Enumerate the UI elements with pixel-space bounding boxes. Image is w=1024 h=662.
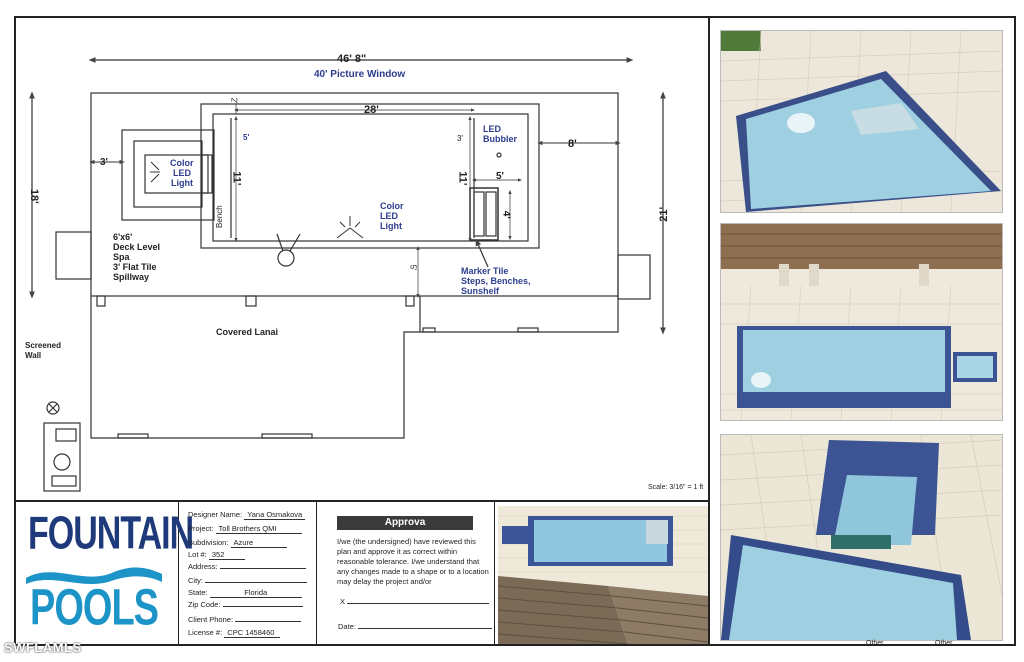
marker-tile-line-3: Sunshelf (461, 286, 500, 296)
led-bubbler-line-2: Bubbler (483, 134, 518, 144)
screened-wall-line-2: Wall (25, 351, 42, 360)
lot-field: Lot #: 352 (188, 550, 245, 560)
led-bubbler-line-1: LED (483, 124, 501, 134)
render-thumbnail (498, 506, 708, 644)
spa-note-line-4: 3' Flat Tile (113, 262, 157, 272)
logo-pools-text: POOLS (30, 580, 159, 637)
spa-note-line-3: Spa (113, 252, 130, 262)
dim-5-top-label: 5' (243, 133, 250, 142)
spa-light-line-1: Color (170, 158, 194, 168)
covered-lanai-outline (90, 296, 619, 439)
logo-fountain-text: FOUNTAIN (28, 508, 194, 560)
marker-tile-line-1: Marker Tile (461, 266, 509, 276)
screened-wall-line-1: Screened (25, 341, 62, 350)
sheet-vertical-divider (708, 16, 710, 646)
pool-light-line-3: Light (380, 221, 402, 231)
spa-outline (121, 129, 215, 221)
covered-lanai-label: Covered Lanai (216, 327, 279, 337)
picture-window-label: 40' Picture Window (314, 69, 406, 80)
state-field: State: Florida (188, 588, 302, 598)
spa-light-line-2: LED (173, 168, 191, 178)
pool-length-label: 28' (364, 104, 379, 116)
pool-interior (212, 113, 529, 242)
marker-tile-line-2: Steps, Benches, (461, 276, 531, 286)
pool-outline (200, 103, 540, 249)
approval-header: Approva (337, 516, 473, 530)
pool-light-line-1: Color (380, 201, 404, 211)
render-other-label-2: Other (935, 640, 953, 647)
equipment-pad (43, 422, 81, 492)
address-field: Address: (188, 562, 306, 571)
dim-2-label: 2' (229, 97, 239, 104)
zip-field: Zip Code: (188, 600, 303, 609)
dim-5-shelf-label: 5' (496, 171, 504, 182)
approval-date-field[interactable]: Date: (338, 622, 493, 631)
overall-width-label: 46' 8" (337, 53, 367, 65)
dim-4-shelf-label: 4' (500, 210, 512, 219)
designer-field: Designer Name: Yana Osmakova (188, 510, 306, 520)
dim-11-left-label: 11' (230, 171, 243, 186)
dim-3-left-label: 3' (100, 157, 108, 168)
city-field: City: (188, 576, 308, 585)
dim-8-label: 8' (568, 138, 577, 150)
dim-11-right-label: 11' (456, 171, 469, 186)
fountain-pools-logo-wave (26, 567, 162, 584)
project-field: Project: Toll Brothers QMI (188, 524, 302, 534)
dim-5-bottom-label: 5' (408, 264, 418, 271)
pool-plan-drawing (29, 57, 666, 492)
approval-text: I/we (the undersigned) have reviewed thi… (337, 537, 489, 586)
render-other-label-1: Other (866, 640, 884, 647)
render-side-view (720, 223, 1003, 421)
dim-21-label: 21' (658, 206, 671, 222)
dim-18-label: 18' (27, 188, 40, 204)
mls-watermark: SWFLAMLS (4, 640, 82, 655)
spa-note-line-2: Deck Level (113, 242, 161, 252)
spa-light-line-3: Light (171, 178, 193, 188)
spa-note-line-1: 6'x6' (113, 232, 133, 242)
bench-label: Bench (214, 205, 224, 228)
dim-3-right-label: 3' (457, 134, 463, 143)
render-top-view (720, 30, 1003, 213)
render-perspective-view (720, 434, 1003, 641)
approval-signature-field[interactable]: X (340, 597, 490, 606)
license-field: License #: CPC 1458460 (188, 628, 281, 638)
title-block-divider (14, 500, 710, 502)
scale-label: Scale: 3/16" = 1 ft (648, 484, 704, 491)
spa-note-line-5: Spillway (113, 272, 150, 282)
drawing-sheet (14, 16, 1016, 646)
subdivision-field: Subdivision: Azure (188, 538, 287, 548)
client-phone-field: Client Phone: (188, 615, 302, 624)
pool-light-line-2: LED (380, 211, 398, 221)
deck-outline (90, 92, 619, 297)
